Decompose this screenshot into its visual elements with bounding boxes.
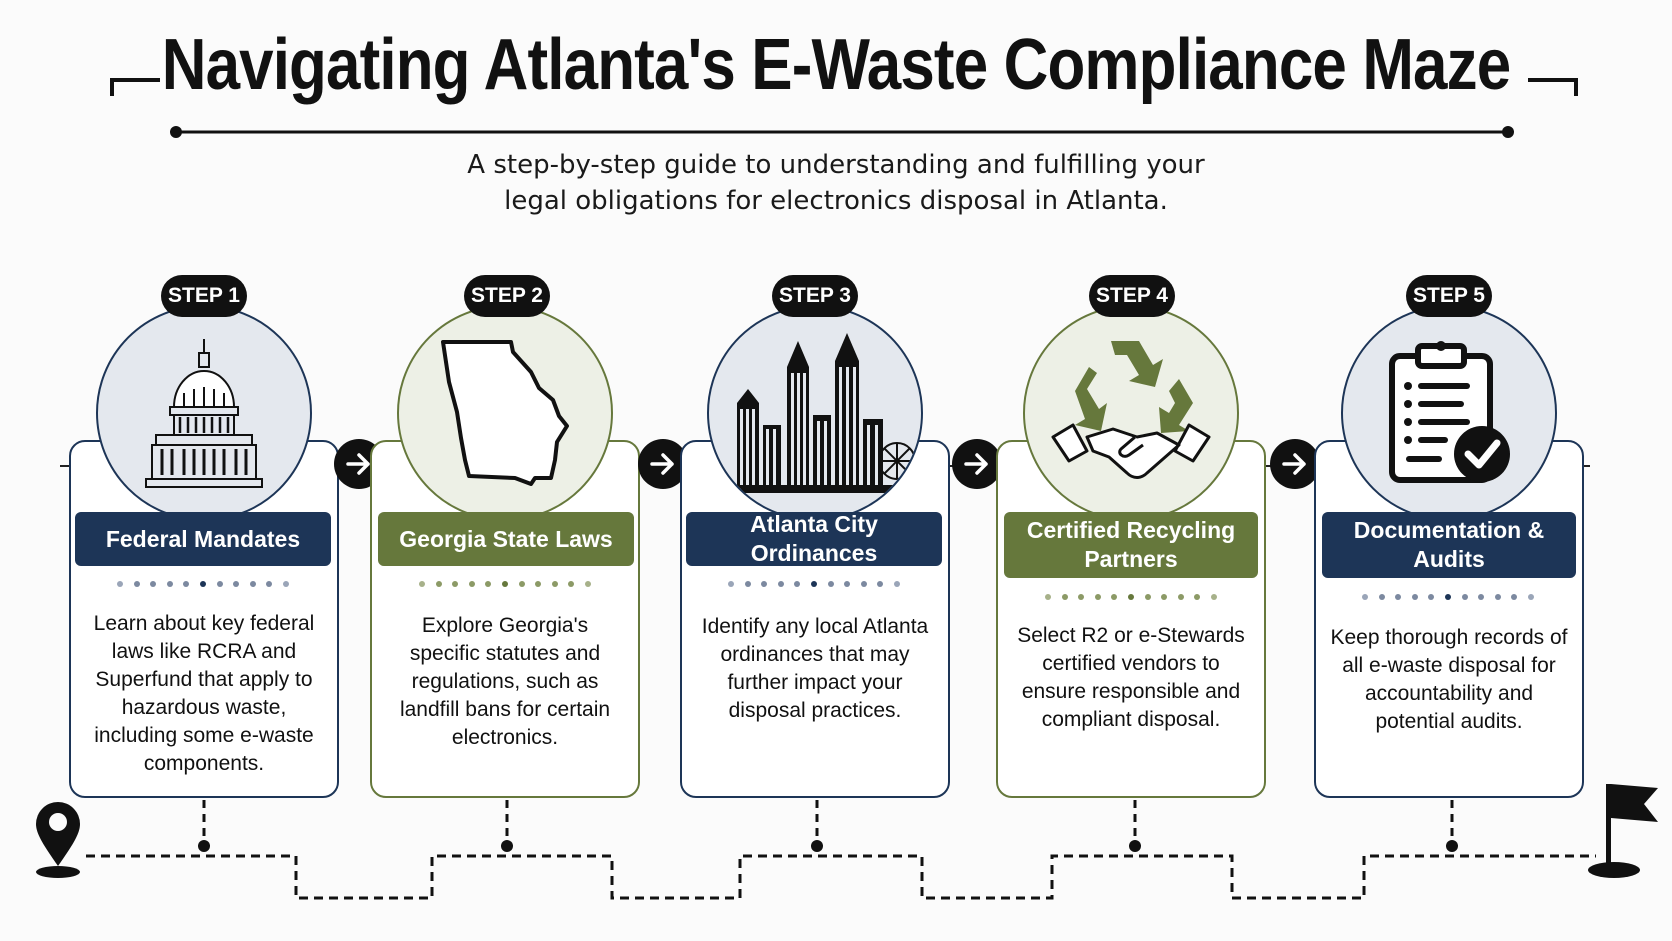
subtitle-line-1: A step-by-step guide to understanding an… <box>467 150 1205 180</box>
step-4-icon-circle <box>1023 305 1239 521</box>
step-5-divider-dots <box>1362 594 1534 602</box>
step-1-title: Federal Mandates <box>75 512 331 566</box>
location-pin-icon <box>36 802 80 878</box>
step-3-badge: STEP 3 <box>772 275 858 317</box>
step-1-divider-dots <box>117 581 289 589</box>
step-4-description: Select R2 or e-Stewards certified vendor… <box>1017 624 1245 731</box>
title-bracket-left <box>110 78 160 96</box>
step-5-icon-circle <box>1341 305 1557 521</box>
step-3-title: Atlanta City Ordinances <box>686 511 942 566</box>
step-1-badge: STEP 1 <box>161 275 247 317</box>
finish-flag-icon <box>1588 784 1658 878</box>
step-5-description: Keep thorough records of all e-waste dis… <box>1330 626 1568 733</box>
dashed-route <box>86 854 1596 900</box>
georgia-map-icon <box>441 340 569 486</box>
page-title: Navigating Atlanta's E-Waste Compliance … <box>161 25 1511 105</box>
title-bracket-right <box>1528 78 1578 96</box>
arrow-right-icon <box>952 439 1002 489</box>
page-subtitle: A step-by-step guide to understanding an… <box>386 147 1286 219</box>
step-1-icon-circle <box>96 305 312 521</box>
step-1-description: Learn about key federal laws like RCRA a… <box>93 612 315 775</box>
recycle-handshake-icon <box>1051 341 1211 479</box>
step-5-badge: STEP 5 <box>1406 275 1492 317</box>
step-4-title: Certified Recycling Partners <box>1004 512 1258 578</box>
step-4-badge: STEP 4 <box>1089 275 1175 317</box>
step-3-divider-dots <box>728 581 900 589</box>
step-5-title: Documentation & Audits <box>1322 512 1576 578</box>
step-2-title: Georgia State Laws <box>378 512 634 566</box>
step-2-icon-circle <box>397 305 613 521</box>
step-2-description: Explore Georgia's specific statutes and … <box>399 614 611 749</box>
atlanta-skyline-icon <box>715 333 915 493</box>
clipboard-check-icon <box>1389 341 1510 483</box>
arrow-right-icon <box>1270 439 1320 489</box>
subtitle-line-2: legal obligations for electronics dispos… <box>504 186 1168 216</box>
capitol-building-icon <box>145 339 263 488</box>
step-2-badge: STEP 2 <box>464 275 550 317</box>
step-3-icon-circle <box>707 305 923 521</box>
step-2-divider-dots <box>419 581 591 589</box>
step-3-description: Identify any local Atlanta ordinances th… <box>701 615 929 722</box>
step-4-divider-dots <box>1045 594 1217 602</box>
arrow-right-icon <box>638 439 688 489</box>
